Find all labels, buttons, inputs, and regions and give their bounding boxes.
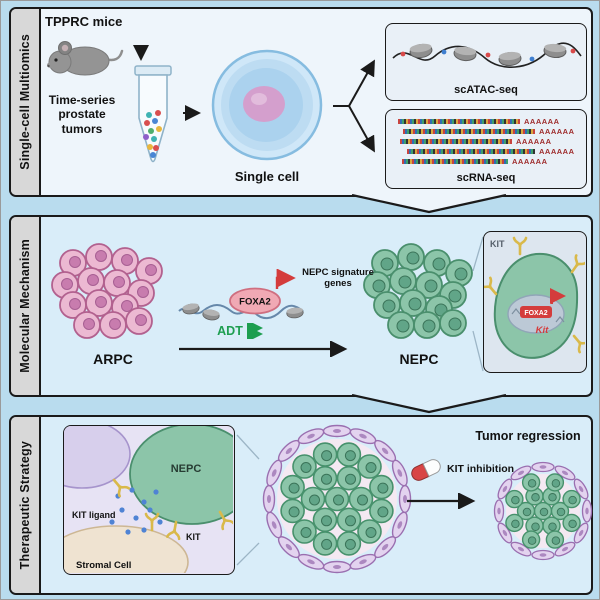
panel-label-bar-mechanism: Molecular Mechanism — [11, 217, 41, 395]
scatac-label: scATAC-seq — [454, 84, 518, 96]
flow-chevron-2 — [351, 394, 507, 414]
microenvironment-illustration: NEPC KIT ligand KIT Stromal Cell — [64, 426, 233, 573]
read-row: AAAAAA — [398, 127, 578, 136]
branch-arrows — [333, 59, 375, 153]
polya-text: AAAAAA — [539, 147, 575, 156]
read-row: AAAAAA — [398, 137, 578, 146]
kit-inhibition-label: KIT inhibition — [447, 463, 515, 475]
stromal-cell-label: Stromal Cell — [76, 560, 131, 571]
adt-arrows-icon — [246, 323, 263, 339]
read-row: AAAAAA — [398, 157, 578, 166]
panel-label-bar-multiomics: Single-cell Multiomics — [11, 9, 41, 195]
arrow-kit-inhibition — [407, 493, 476, 509]
tumor-regression-label: Tumor regression — [475, 429, 581, 443]
adt-label: ADT — [217, 324, 243, 338]
scatac-illustration — [392, 42, 582, 68]
foxa2-box-icon — [520, 306, 552, 318]
nepc-cell-inset: FOXA2 Kit KIT — [483, 231, 587, 373]
kit-ligand-dots — [109, 487, 163, 535]
nepc-cell-inset-illustration: FOXA2 Kit KIT — [484, 236, 585, 359]
inset-kit-label: KIT — [490, 239, 505, 249]
arpc-cell-cluster — [51, 243, 163, 339]
polya-text: AAAAAA — [512, 157, 548, 166]
single-cell-icon — [211, 49, 323, 161]
tpprc-mice-label: TPPRC mice — [45, 14, 123, 29]
polya-text: AAAAAA — [539, 127, 575, 136]
scrna-label: scRNA-seq — [456, 172, 516, 184]
arrow-arpc-to-nepc — [179, 341, 348, 357]
inset-foxa2-label: FOXA2 — [524, 310, 547, 317]
panel-label-bar-therapy: Therapeutic Strategy — [11, 417, 41, 593]
inset-nepc-label: NEPC — [171, 463, 202, 475]
scrna-reads: AAAAAA AAAAAA AAAAAA AAAAAA AAAAAA — [398, 117, 578, 169]
nepc-label: NEPC — [399, 351, 439, 367]
transcription-arrow — [275, 269, 296, 289]
read-row: AAAAAA — [398, 117, 578, 126]
adt-label-row: ADT — [177, 323, 307, 339]
read-row: AAAAAA — [398, 147, 578, 156]
nepc-cell-cluster — [363, 243, 473, 339]
pill-icon — [411, 459, 441, 481]
zoom-lines-mechanism — [472, 236, 484, 372]
polya-text: AAAAAA — [516, 137, 552, 146]
foxa2-label: FOXA2 — [239, 297, 271, 308]
mouse-icon — [47, 41, 124, 76]
kit-gene-label: Kit — [536, 325, 550, 336]
kit-receptor-icon — [144, 512, 160, 532]
panel-title-therapy: Therapeutic Strategy — [18, 440, 32, 570]
kit-receptor-icon — [568, 330, 585, 354]
microenvironment-inset: NEPC KIT ligand KIT Stromal Cell — [63, 425, 235, 575]
kit-receptor-icon — [512, 236, 528, 256]
foxa2-protein-icon — [229, 287, 281, 315]
arpc-label: ARPC — [93, 351, 133, 367]
tumor-illustration — [262, 424, 412, 574]
regressed-tumor-illustration — [493, 461, 593, 561]
polya-text: AAAAAA — [524, 117, 560, 126]
flow-chevron-1 — [351, 194, 507, 214]
single-cell-label: Single cell — [234, 169, 300, 184]
panel-title-mechanism: Molecular Mechanism — [18, 239, 32, 373]
kit-ligand-label: KIT ligand — [72, 510, 116, 520]
foxa2-dna-diagram: FOXA2 — [178, 269, 305, 322]
nepc-signature-genes-label: NEPC signature genes — [302, 267, 374, 290]
panel-title-multiomics: Single-cell Multiomics — [18, 34, 32, 170]
scrna-box: AAAAAA AAAAAA AAAAAA AAAAAA AAAAAA scRNA… — [385, 109, 587, 189]
time-series-tumors-label: Time-series prostate tumors — [48, 93, 116, 136]
arrow-mouse-to-tube — [133, 45, 149, 61]
arrow-tube-to-cell — [183, 105, 201, 121]
scatac-box: scATAC-seq — [385, 23, 587, 101]
sample-tube-icon — [134, 65, 172, 163]
kit-label: KIT — [186, 532, 201, 542]
zoom-lines-therapy — [236, 434, 260, 566]
